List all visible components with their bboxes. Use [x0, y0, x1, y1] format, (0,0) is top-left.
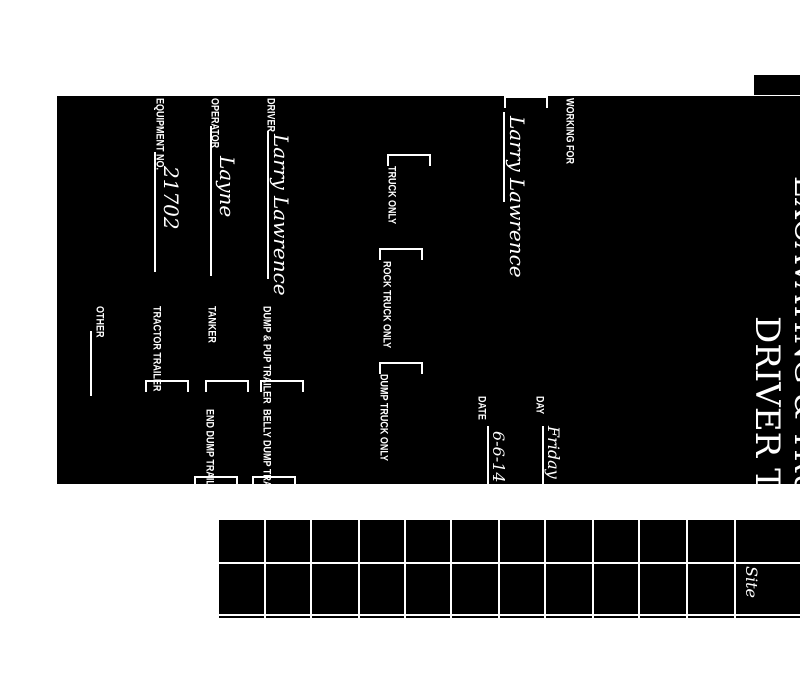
- equipment-no-line: [154, 152, 156, 272]
- grid-line: [310, 518, 312, 618]
- checkbox-dump-pup[interactable]: [260, 380, 304, 392]
- grid-line: [544, 518, 546, 618]
- driver-line: [267, 131, 269, 279]
- checkbox-label-truck-only: TRUCK ONLY: [386, 166, 398, 225]
- corner-tab: [754, 75, 800, 95]
- checkbox-dump-truck[interactable]: [379, 362, 423, 374]
- operator-label: OPERATOR: [209, 98, 221, 149]
- date-value[interactable]: 6-6-14: [489, 431, 508, 483]
- grid-line: [638, 518, 640, 618]
- grid-note[interactable]: Site: [742, 566, 761, 598]
- checkbox-end-dump[interactable]: [194, 476, 238, 488]
- driver-label: DRIVER: [265, 98, 277, 133]
- time-grid: Site: [217, 518, 800, 618]
- checkbox-label-rock-truck: ROCK TRUCK ONLY: [381, 261, 393, 349]
- grid-line: [734, 518, 736, 618]
- equipment-no-value[interactable]: 21702: [159, 166, 183, 230]
- company-name: EXCAVATING & TRUCKING: [787, 176, 800, 605]
- checkbox-rock-truck[interactable]: [379, 248, 423, 260]
- grid-line: [450, 518, 452, 618]
- grid-line: [404, 518, 406, 618]
- grid-line: [686, 518, 688, 618]
- grid-line: [498, 518, 500, 618]
- checkbox-label-dump-pup: DUMP & PUP TRAILER: [261, 306, 273, 404]
- grid-line: [217, 562, 800, 564]
- working-for-value[interactable]: Larry Lawrence: [505, 116, 529, 278]
- checkbox-label-dump-truck: DUMP TRUCK ONLY: [378, 374, 390, 462]
- grid-line: [217, 518, 219, 618]
- date-label: DATE: [476, 396, 488, 420]
- checkbox-tractor-trailer[interactable]: [145, 380, 189, 392]
- equipment-no-label: EQUIPMENT NO.: [154, 98, 166, 171]
- operator-value[interactable]: Layne: [215, 156, 239, 218]
- document-title: DRIVER TIME SHEET: [747, 316, 787, 700]
- checkbox-belly-dump[interactable]: [252, 476, 296, 488]
- grid-line: [592, 518, 594, 618]
- driver-time-sheet: DRIVER TIME SHEET EXCAVATING & TRUCKING …: [57, 96, 800, 700]
- checkbox-label-tractor-trailer: TRACTOR TRAILER: [151, 306, 163, 392]
- working-for-box: [504, 96, 548, 108]
- other-label: OTHER: [94, 306, 106, 338]
- day-line: [542, 426, 544, 484]
- checkbox-tanker[interactable]: [205, 380, 249, 392]
- operator-line: [210, 126, 212, 276]
- day-label: DAY: [534, 396, 546, 415]
- grid-line: [358, 518, 360, 618]
- day-value[interactable]: Friday: [544, 426, 563, 479]
- grid-line: [264, 518, 266, 618]
- working-for-line: [503, 112, 505, 202]
- driver-value[interactable]: Larry Lawrence: [269, 134, 293, 296]
- checkbox-label-tanker: TANKER: [206, 306, 218, 343]
- checkbox-truck-only[interactable]: [387, 154, 431, 166]
- date-line: [487, 426, 489, 484]
- checkbox-label-belly-dump: BELLY DUMP TRAILER: [261, 409, 273, 508]
- working-for-label: WORKING FOR: [564, 98, 576, 164]
- other-line: [90, 331, 92, 396]
- grid-line: [217, 614, 800, 616]
- grid-line: [217, 518, 800, 520]
